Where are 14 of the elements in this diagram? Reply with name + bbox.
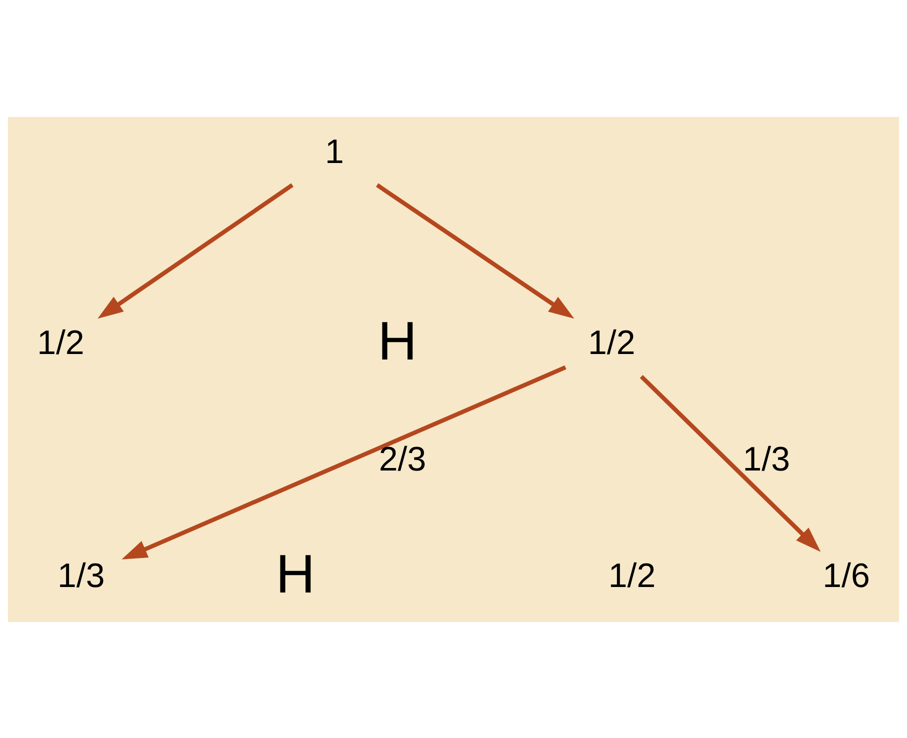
arrow xyxy=(122,364,566,559)
edge-label: 2/3 xyxy=(378,440,426,478)
node-text: 1/6 xyxy=(822,556,870,595)
label: H xyxy=(276,542,316,604)
arrow xyxy=(376,182,574,318)
label: 1/2 xyxy=(608,556,656,595)
node-text: 1/2 xyxy=(588,324,636,362)
arrow xyxy=(98,182,294,318)
node-text: 1/2 xyxy=(37,324,84,362)
label: H xyxy=(378,310,418,371)
edge-label: 1/3 xyxy=(742,440,790,478)
node-text: 1/3 xyxy=(57,556,105,595)
node-text: 1 xyxy=(325,132,344,170)
arrow xyxy=(640,374,821,552)
